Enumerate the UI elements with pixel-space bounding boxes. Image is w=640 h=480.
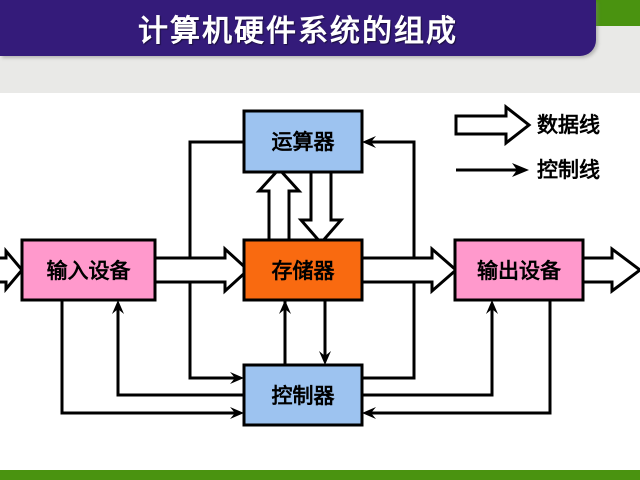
box-memory[interactable]: 存储器 (242, 238, 364, 302)
box-memory-label: 存储器 (272, 259, 336, 283)
hardware-system-diagram: 输入设备 运算器 存储器 控制器 输出设备 (0, 103, 640, 427)
box-arithmetic-unit-label: 运算器 (272, 130, 336, 154)
box-input-device-label: 输入设备 (47, 259, 132, 283)
legend: 数据线 控制线 (454, 103, 600, 182)
arrowhead-controller-to-alu (362, 136, 376, 148)
box-output-device[interactable]: 输出设备 (453, 238, 585, 302)
data-arrow-external-to-input (0, 246, 24, 294)
header-green-accent (590, 0, 640, 26)
data-arrow-output-to-external (581, 246, 640, 294)
arrowhead-input-to-controller (230, 407, 244, 419)
control-link-output-to-controller (370, 300, 552, 415)
box-memory-rect (242, 238, 364, 302)
data-line-group (0, 166, 640, 295)
control-line-arrowhead-icon (512, 163, 529, 177)
data-arrow-input-to-memory (153, 245, 251, 295)
footer-green-bar (0, 470, 640, 480)
diagram-canvas: 输入设备 运算器 存储器 控制器 输出设备 (0, 93, 640, 470)
data-arrow-memory-to-output (360, 245, 459, 295)
legend-item-control-line: 控制线 (456, 158, 600, 182)
box-group: 输入设备 运算器 存储器 控制器 输出设备 (20, 109, 585, 427)
box-output-device-rect (453, 238, 585, 302)
box-arithmetic-unit[interactable]: 运算器 (242, 109, 364, 174)
box-controller[interactable]: 控制器 (242, 363, 364, 427)
box-output-device-label: 输出设备 (477, 259, 562, 283)
legend-label-control-line: 控制线 (537, 158, 600, 182)
box-controller-rect (242, 363, 364, 427)
page-title: 计算机硬件系统的组成 (138, 14, 458, 49)
arrowhead-controller-to-memory (279, 300, 291, 314)
control-link-controller-to-input (116, 308, 244, 397)
control-link-controller-to-output (362, 308, 494, 397)
box-controller-label: 控制器 (272, 384, 336, 408)
legend-item-data-line: 数据线 (454, 103, 600, 147)
arrowhead-controller-to-output (486, 300, 498, 314)
arrowhead-alu-to-controller (230, 372, 244, 384)
arrowhead-memory-to-controller (319, 351, 331, 365)
data-arrow-memory-to-alu (255, 166, 303, 242)
title-bar: 计算机硬件系统的组成 (0, 0, 596, 56)
data-line-arrow-icon (454, 103, 532, 147)
box-input-device-rect (20, 238, 157, 302)
legend-label-data-line: 数据线 (537, 113, 600, 137)
arrowhead-controller-to-input (112, 300, 124, 314)
data-arrow-alu-to-memory (297, 170, 345, 246)
control-link-input-to-controller (60, 300, 236, 415)
arrowhead-output-to-controller (362, 407, 376, 419)
box-input-device[interactable]: 输入设备 (20, 238, 157, 302)
box-arithmetic-unit-rect (242, 109, 364, 174)
